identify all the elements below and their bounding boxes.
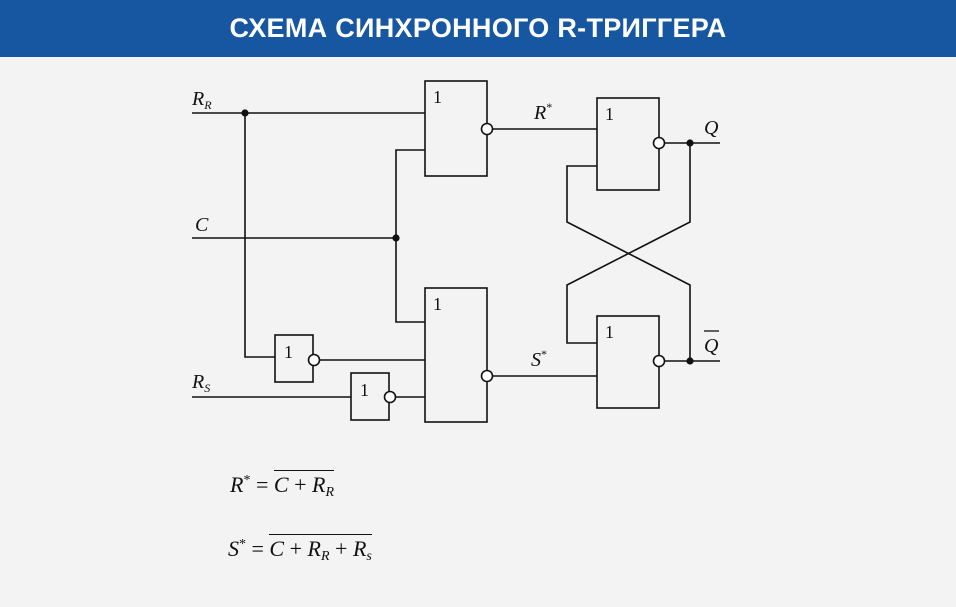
formula-s-rs: R xyxy=(352,536,367,561)
input-rs-label: RS xyxy=(191,371,210,395)
gate-latch-top-label: 1 xyxy=(605,104,614,124)
bubble-inverter-rs xyxy=(383,390,397,404)
bubble-latch-bottom xyxy=(652,354,666,368)
junction-q xyxy=(686,139,694,147)
wire-feedback-qbar xyxy=(566,165,691,361)
formula-s-rs-neg: Rs xyxy=(352,534,372,564)
signal-r-star-label: R* xyxy=(533,100,552,124)
gate-bottom-label: 1 xyxy=(433,294,442,314)
formula-s-eq: = xyxy=(246,536,270,561)
junction-c xyxy=(392,234,400,242)
formula-r-eq: = xyxy=(250,472,274,497)
formula-s-star: S* = C + RR + Rs xyxy=(228,534,372,565)
formula-s-plus-2: + xyxy=(329,536,353,561)
formula-s-rr: R xyxy=(307,536,321,561)
wire-c-down xyxy=(395,238,425,323)
inverter-rr-label: 1 xyxy=(284,342,293,362)
formula-s-plus-1: + xyxy=(284,536,308,561)
formula-r-rr: R xyxy=(311,472,326,497)
bubble-gate-top xyxy=(480,122,494,136)
input-rr-label: RR xyxy=(191,88,212,112)
junction-rr xyxy=(241,109,249,117)
gate-latch-bottom-label: 1 xyxy=(605,322,614,342)
wire-rr-branch xyxy=(244,113,275,358)
formula-s-rr-neg: RR xyxy=(307,534,330,564)
formula-s-c: C xyxy=(269,536,285,561)
formula-r-star-sup: * xyxy=(243,473,251,488)
formula-r-lhs: R xyxy=(230,472,244,497)
junction-q-bar xyxy=(686,357,694,365)
output-q-bar-label: Q xyxy=(704,335,719,357)
bubble-inverter-rr xyxy=(307,353,321,367)
inverter-rs-label: 1 xyxy=(360,380,369,400)
header-bar: СХЕМА СИНХРОННОГО R-ТРИГГЕРА xyxy=(0,0,956,57)
gate-bottom xyxy=(424,287,488,423)
wire-c-up xyxy=(395,149,425,238)
formula-s-rr-sub: R xyxy=(320,549,330,564)
bubble-gate-bottom xyxy=(480,369,494,383)
formula-s-star-sup: * xyxy=(239,537,246,552)
inverter-rr xyxy=(274,334,314,383)
formula-r-plus: + xyxy=(288,472,312,497)
formula-r-rr-sub: R xyxy=(325,485,334,500)
output-q-label: Q xyxy=(704,117,719,139)
signal-s-star-label: S* xyxy=(531,347,547,371)
formula-r-star: R* = C + RR xyxy=(230,470,334,501)
formula-s-rhs: C + RR + Rs xyxy=(269,534,372,564)
formula-r-c: C xyxy=(273,472,289,497)
input-c-label: C xyxy=(195,214,209,236)
gate-top-label: 1 xyxy=(433,87,442,107)
formula-r-rhs: C + RR xyxy=(273,470,334,500)
page-title: СХЕМА СИНХРОННОГО R-ТРИГГЕРА xyxy=(229,13,727,43)
wire-feedback-q xyxy=(566,143,691,344)
formula-s-lhs: S xyxy=(228,536,239,561)
inverter-rs xyxy=(350,372,390,421)
formula-s-rs-sub: s xyxy=(366,549,372,564)
bubble-latch-top xyxy=(652,136,666,150)
